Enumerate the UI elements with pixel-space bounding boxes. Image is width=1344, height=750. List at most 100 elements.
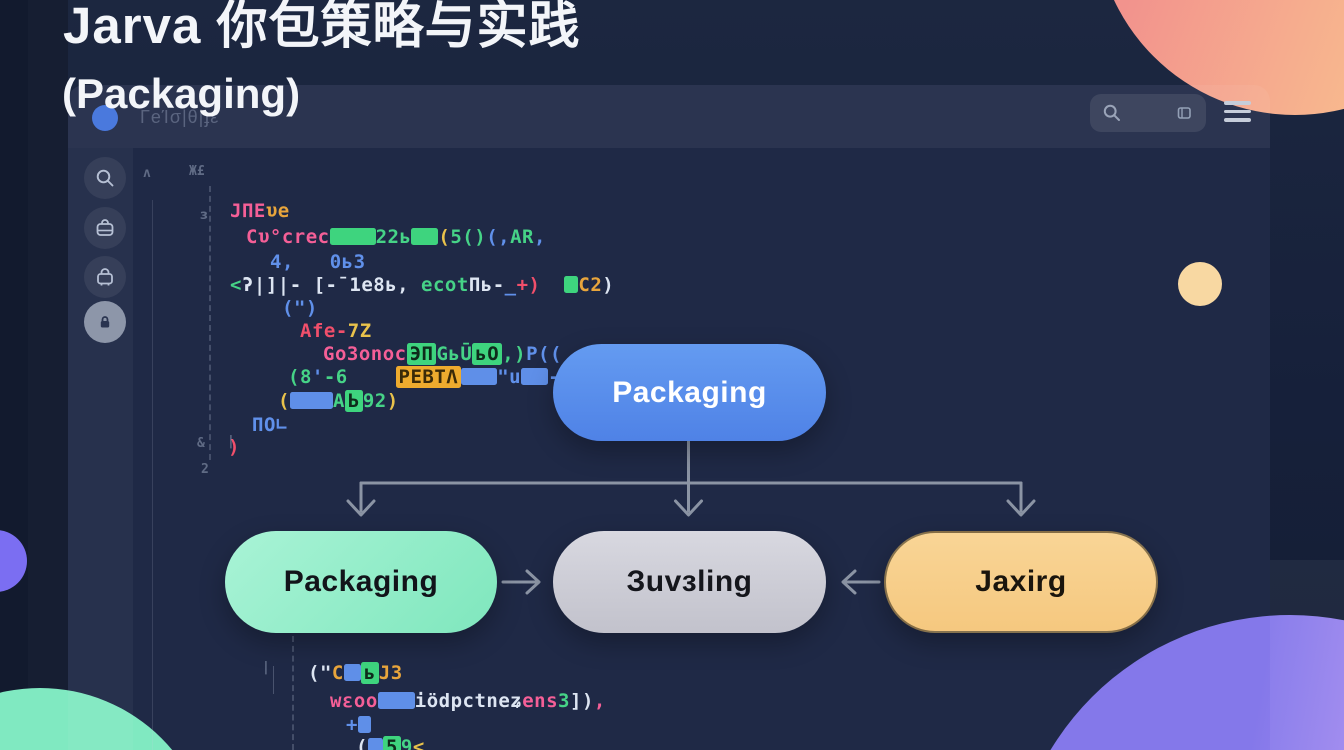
code-token: 5() bbox=[450, 226, 487, 248]
panel-shortcut-icon bbox=[1177, 106, 1192, 120]
code-token: ʔ|]|- [-¯1e8ь, bbox=[241, 274, 422, 296]
flow-node-right: Jaxirg bbox=[884, 531, 1158, 633]
app-logo-dot bbox=[92, 105, 118, 131]
gutter-mark: ʌ bbox=[143, 166, 151, 181]
code-token bbox=[411, 228, 439, 245]
hamburger-menu-icon[interactable] bbox=[1224, 101, 1251, 122]
page-title: Jarva 你包策略与实践 bbox=[63, 0, 581, 54]
code-token: GoЗonoc bbox=[323, 343, 407, 365]
gutter-mark: 2 bbox=[201, 462, 209, 477]
code-token: 22ь bbox=[375, 226, 412, 248]
window-sidebar bbox=[68, 148, 133, 750]
code-token: -6 bbox=[323, 366, 348, 388]
code-token bbox=[367, 738, 383, 750]
decor-cream-circle bbox=[1178, 262, 1222, 306]
code-token: 7Z bbox=[347, 320, 372, 342]
code-token: ПO∟ bbox=[252, 414, 288, 436]
code-token: , bbox=[593, 690, 606, 712]
badge-icon bbox=[100, 316, 110, 328]
gutter-mark: & bbox=[197, 436, 205, 451]
code-token: (" bbox=[308, 662, 332, 684]
code-token: +) bbox=[516, 274, 541, 296]
gutter-mark: | bbox=[262, 660, 270, 675]
code-line: wεoo iödpctneʑensЗ]), bbox=[330, 690, 606, 712]
code-token: , bbox=[533, 226, 546, 248]
code-token: ь bbox=[360, 662, 379, 684]
code-line: ) bbox=[228, 436, 240, 458]
bag-icon bbox=[97, 268, 113, 286]
code-line: + bbox=[346, 714, 371, 736]
code-line: (") bbox=[282, 297, 318, 319]
gutter-mark: | bbox=[227, 434, 235, 449]
code-token: < bbox=[412, 736, 425, 750]
code-token: ,) bbox=[502, 343, 527, 365]
code-token: ьO bbox=[472, 343, 503, 365]
code-token bbox=[461, 368, 498, 385]
code-token: Cυ°crec bbox=[246, 226, 330, 248]
sidebar-bag-button[interactable] bbox=[84, 256, 126, 298]
code-token: ]) bbox=[570, 690, 594, 712]
code-token: "u bbox=[497, 366, 522, 388]
code-token: (, bbox=[486, 226, 511, 248]
code-token: GьŪ bbox=[436, 343, 473, 365]
code-line: Afе-7Z bbox=[300, 320, 372, 342]
code-token: Afе- bbox=[300, 320, 348, 342]
code-token: A bbox=[332, 390, 345, 412]
code-token: υe bbox=[265, 200, 290, 222]
code-token: 9 bbox=[400, 736, 413, 750]
window-header bbox=[68, 85, 1270, 148]
code-line: JΠEυe bbox=[230, 200, 290, 222]
code-line: <ʔ|]|- [-¯1e8ь, ecotПь-_+) C2) bbox=[230, 274, 614, 296]
code-token: ens bbox=[522, 690, 559, 712]
gutter-line bbox=[152, 200, 153, 750]
code-token: ' bbox=[311, 366, 324, 388]
flow-node-middle: Зuvзling bbox=[553, 531, 826, 633]
code-token: Пь- bbox=[468, 274, 505, 296]
code-line: ПO∟ bbox=[252, 414, 288, 436]
code-line: 4, 0ьЗ bbox=[270, 251, 366, 273]
flow-node-packaging-top: Packaging bbox=[553, 344, 826, 441]
left-background-band bbox=[0, 0, 68, 750]
gutter-mark: ɜ bbox=[200, 208, 208, 223]
code-token bbox=[343, 664, 361, 681]
code-token: PEВТΛ bbox=[395, 366, 462, 388]
code-token: 4, 0ьЗ bbox=[270, 251, 366, 273]
code-token: ) bbox=[228, 436, 240, 458]
code-token: J3 bbox=[378, 662, 403, 684]
code-token bbox=[289, 392, 333, 409]
sidebar-badge-button[interactable] bbox=[84, 301, 126, 343]
code-token: З bbox=[558, 690, 570, 712]
code-token bbox=[564, 276, 579, 293]
code-token: AR bbox=[510, 226, 534, 248]
code-token: ( bbox=[356, 736, 368, 750]
code-token: Ь bbox=[344, 390, 363, 412]
code-token: (8 bbox=[288, 366, 312, 388]
code-token: 92 bbox=[362, 390, 387, 412]
code-token: 5 bbox=[382, 736, 401, 750]
gutter-line-short bbox=[273, 666, 274, 694]
search-bar[interactable] bbox=[1090, 94, 1206, 132]
code-token bbox=[357, 716, 371, 733]
code-token: ЭП bbox=[406, 343, 437, 365]
code-token bbox=[521, 368, 549, 385]
gutter-mark: Ж£ bbox=[189, 164, 205, 179]
sidebar-briefcase-button[interactable] bbox=[84, 207, 126, 249]
code-token: iödpctneʑ bbox=[414, 690, 523, 712]
search-icon bbox=[1102, 103, 1122, 123]
code-token: wεoo bbox=[330, 690, 378, 712]
code-token bbox=[377, 692, 415, 709]
sidebar-search-button[interactable] bbox=[84, 157, 126, 199]
code-token: ) bbox=[602, 274, 615, 296]
code-token: < bbox=[230, 274, 242, 296]
window-title-text: ΓeΊσ|θ|ɟε bbox=[140, 107, 220, 127]
flow-node-packaging-left: Packaging bbox=[225, 531, 497, 633]
briefcase-icon bbox=[96, 219, 114, 236]
code-token: ( bbox=[278, 390, 290, 412]
code-token bbox=[329, 228, 376, 245]
